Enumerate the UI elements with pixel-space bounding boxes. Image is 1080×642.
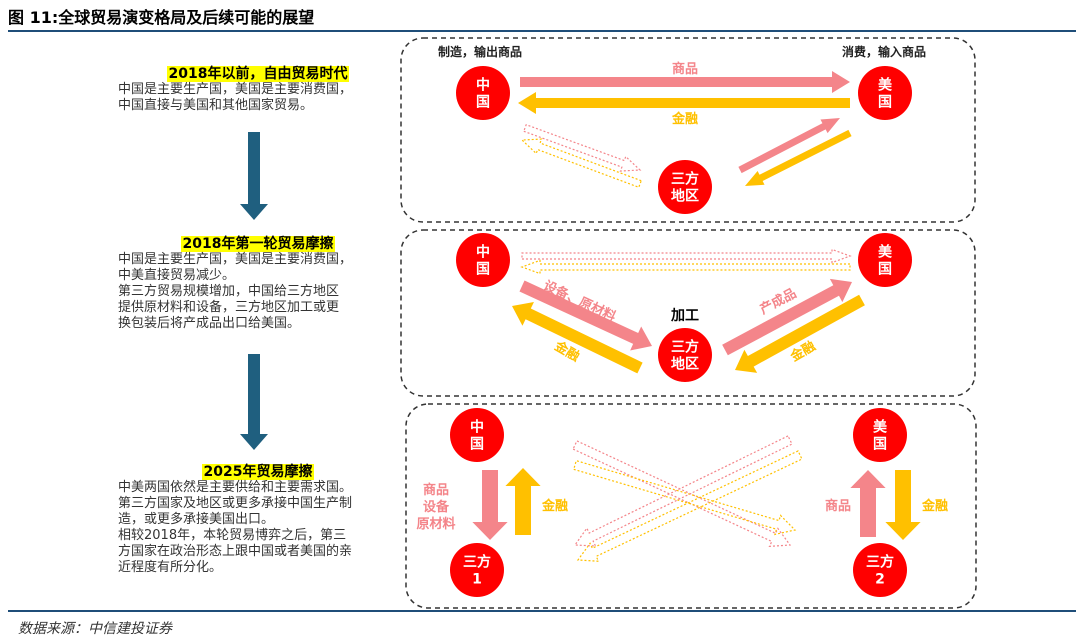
china-node-label: 国 [476, 262, 490, 278]
goods-arrow-third2-to-usa [850, 470, 886, 537]
stage-3-text: 2025年贸易摩擦 中美两国依然是主要供给和主要需求国。 第三方国家及地区或更多… [118, 464, 398, 576]
stage-2-line: 中美直接贸易减少。 [118, 268, 236, 283]
stage-2-line: 中国是主要生产国，美国是主要消费国， [118, 252, 353, 267]
left-finance-label: 金融 [541, 498, 568, 514]
top-divider [8, 30, 1076, 32]
third-country-1-node-label: 三方 [463, 554, 491, 571]
finance-arrow-usa-to-third [745, 129, 852, 186]
panel-1-frame [400, 37, 976, 223]
finance-arrow-usa-to-china [518, 92, 850, 114]
goods-label: 商品 [672, 61, 698, 77]
stage-1-line: 中国直接与美国和其他国家贸易。 [118, 98, 314, 113]
china-node [456, 66, 510, 120]
third-country-2-node-label: 三方 [866, 554, 894, 571]
usa-node-label: 国 [878, 95, 892, 111]
usa-node-label: 美 [878, 77, 893, 94]
stage-2-line: 提供原材料和设备，三方地区加工或更 [118, 300, 340, 315]
china-node-label: 中 [476, 77, 490, 94]
dashed-cross-arrow [572, 440, 792, 548]
stage-2-text: 2018年第一轮贸易摩擦 中国是主要生产国，美国是主要消费国， 中美直接贸易减少… [118, 236, 398, 332]
stage-1-text: 2018年以前，自由贸易时代 中国是主要生产国，美国是主要消费国， 中国直接与美… [118, 66, 398, 114]
finance-arrow-third-to-china [512, 301, 643, 374]
left-goods-label: 原材料 [416, 516, 455, 532]
stage-3-line: 相较2018年，本轮贸易博弈之后，第三 [118, 528, 347, 543]
stage-2-heading: 2018年第一轮贸易摩擦 [180, 236, 336, 252]
usa-node-label: 美 [873, 419, 888, 436]
usa-node [858, 66, 912, 120]
usa-node [858, 233, 912, 287]
dashed-finance-arrow-usa-china [520, 259, 851, 275]
dashed-cross-arrow [573, 435, 793, 547]
panel-1-right-caption: 消费，输入商品 [842, 44, 926, 59]
china-node [456, 233, 510, 287]
third-region-node-label: 地区 [671, 356, 699, 373]
china-node-label: 中 [476, 244, 490, 261]
finance-arrow-usa-to-third2 [885, 470, 921, 540]
goods-arrow-third-to-usa [738, 118, 840, 174]
china-node-label: 国 [470, 437, 484, 453]
dashed-finance-arrow-from-third [520, 138, 642, 189]
stage-1-heading: 2018年以前，自由贸易时代 [166, 66, 350, 82]
goods-arrow-china-to-third1 [472, 470, 508, 540]
stage-3-line: 第三方国家及地区或更多承接中国生产制 [118, 496, 353, 511]
panel-2-frame [400, 229, 976, 397]
goods-arrow-china-to-usa [520, 71, 850, 93]
third-country-2-node [853, 543, 907, 597]
dashed-cross-arrow [576, 450, 803, 562]
usa-node [853, 408, 907, 462]
finance-label: 金融 [671, 111, 698, 127]
stage-3-line: 方国家在政治形态上跟中国或者美国的亲 [118, 544, 353, 559]
figure-title: 图 11:全球贸易演变格局及后续可能的展望 [8, 8, 315, 27]
panel-3-frame [405, 403, 977, 609]
finance-arrow-usa-to-third [735, 294, 865, 373]
stage-2-line: 第三方贸易规模增加，中国给三方地区 [118, 284, 340, 299]
stage-3-line: 中美两国依然是主要供给和主要需求国。 [118, 480, 353, 495]
bottom-divider [8, 610, 1076, 612]
left-goods-label: 设备 [423, 499, 450, 515]
usa-node-label: 国 [878, 262, 892, 278]
third-region-node [658, 328, 712, 382]
stage-1-line: 中国是主要生产国，美国是主要消费国， [118, 82, 353, 97]
dashed-goods-arrow-china-usa [521, 248, 852, 264]
usa-node-label: 美 [878, 244, 893, 261]
third-region-node [658, 160, 712, 214]
third-region-node-label: 地区 [671, 188, 699, 205]
left-goods-label: 商品 [423, 482, 449, 498]
china-node-label: 国 [476, 95, 490, 111]
third-country-1-node [450, 543, 504, 597]
third-country-2-node-label: 2 [875, 572, 885, 588]
stage-3-line: 近程度有所分化。 [118, 560, 223, 575]
source-note: 数据来源：中信建投证券 [18, 621, 172, 637]
third-country-1-node-label: 1 [472, 572, 482, 588]
stage-2-line: 换包装后将产成品出口给美国。 [118, 316, 301, 331]
right-finance-label: 金融 [921, 498, 948, 514]
china-node-label: 中 [470, 419, 484, 436]
products-arrow-third-to-usa [722, 278, 852, 356]
stage-3-line: 造，或更多承接美国出口。 [118, 512, 275, 527]
dashed-cross-arrow [572, 459, 797, 536]
third-region-node-label: 三方 [671, 339, 699, 356]
right-goods-label: 商品 [825, 498, 851, 514]
processing-label: 加工 [670, 308, 699, 324]
dashed-goods-arrow-to-third [523, 123, 642, 172]
usa-node-label: 国 [873, 437, 887, 453]
third-region-node-label: 三方 [671, 171, 699, 188]
china-node [450, 408, 504, 462]
finance-arrow-third1-to-china [505, 468, 541, 535]
equipment-arrow-china-to-third [519, 280, 652, 351]
stage-3-heading: 2025年贸易摩擦 [201, 464, 315, 480]
panel-1-left-caption: 制造，输出商品 [438, 44, 522, 59]
